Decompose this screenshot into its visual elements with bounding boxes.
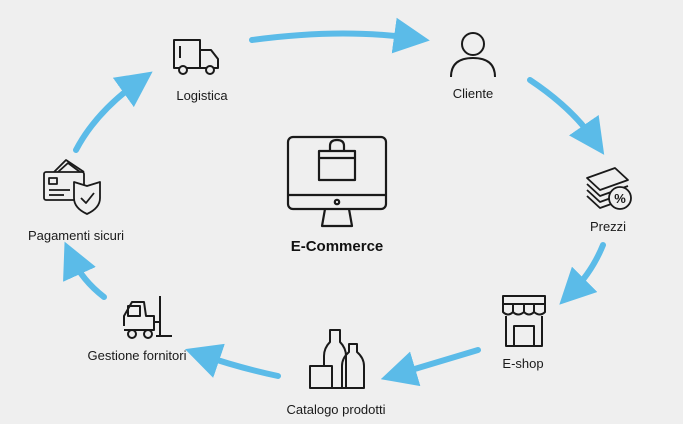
forklift-icon	[123, 296, 172, 339]
arrow-catalogo-to-fornitori	[184, 343, 281, 379]
secure-payment-card-icon	[43, 159, 101, 215]
arrow-prezzi-to-eshop	[559, 242, 606, 305]
node-label-pagamenti: Pagamenti sicuri	[27, 228, 125, 243]
svg-text:%: %	[614, 191, 626, 206]
node-label-eshop: E-shop	[502, 356, 544, 371]
node-label-prezzi: Prezzi	[589, 219, 627, 234]
node-label-fornitori: Gestione fornitori	[87, 348, 187, 363]
arrow-fornitori-to-pagamenti	[63, 241, 107, 300]
user-icon	[450, 32, 496, 78]
cycle-arrows	[63, 17, 606, 387]
arrow-cliente-to-prezzi	[527, 77, 605, 155]
arrow-pagamenti-to-logistica	[73, 71, 153, 153]
money-percent-icon: %	[586, 167, 632, 210]
node-label-logistica: Logistica	[176, 88, 228, 103]
storefront-icon	[502, 295, 546, 347]
arrow-logistica-to-cliente	[249, 17, 430, 54]
product-bottles-icon	[309, 329, 365, 389]
center-title: E-Commerce	[290, 238, 384, 255]
monitor-shopping-bag-icon	[286, 135, 388, 228]
delivery-truck-icon	[173, 39, 219, 75]
arrow-eshop-to-catalogo	[380, 347, 481, 387]
node-label-cliente: Cliente	[452, 86, 494, 101]
node-label-catalogo: Catalogo prodotti	[286, 402, 386, 417]
